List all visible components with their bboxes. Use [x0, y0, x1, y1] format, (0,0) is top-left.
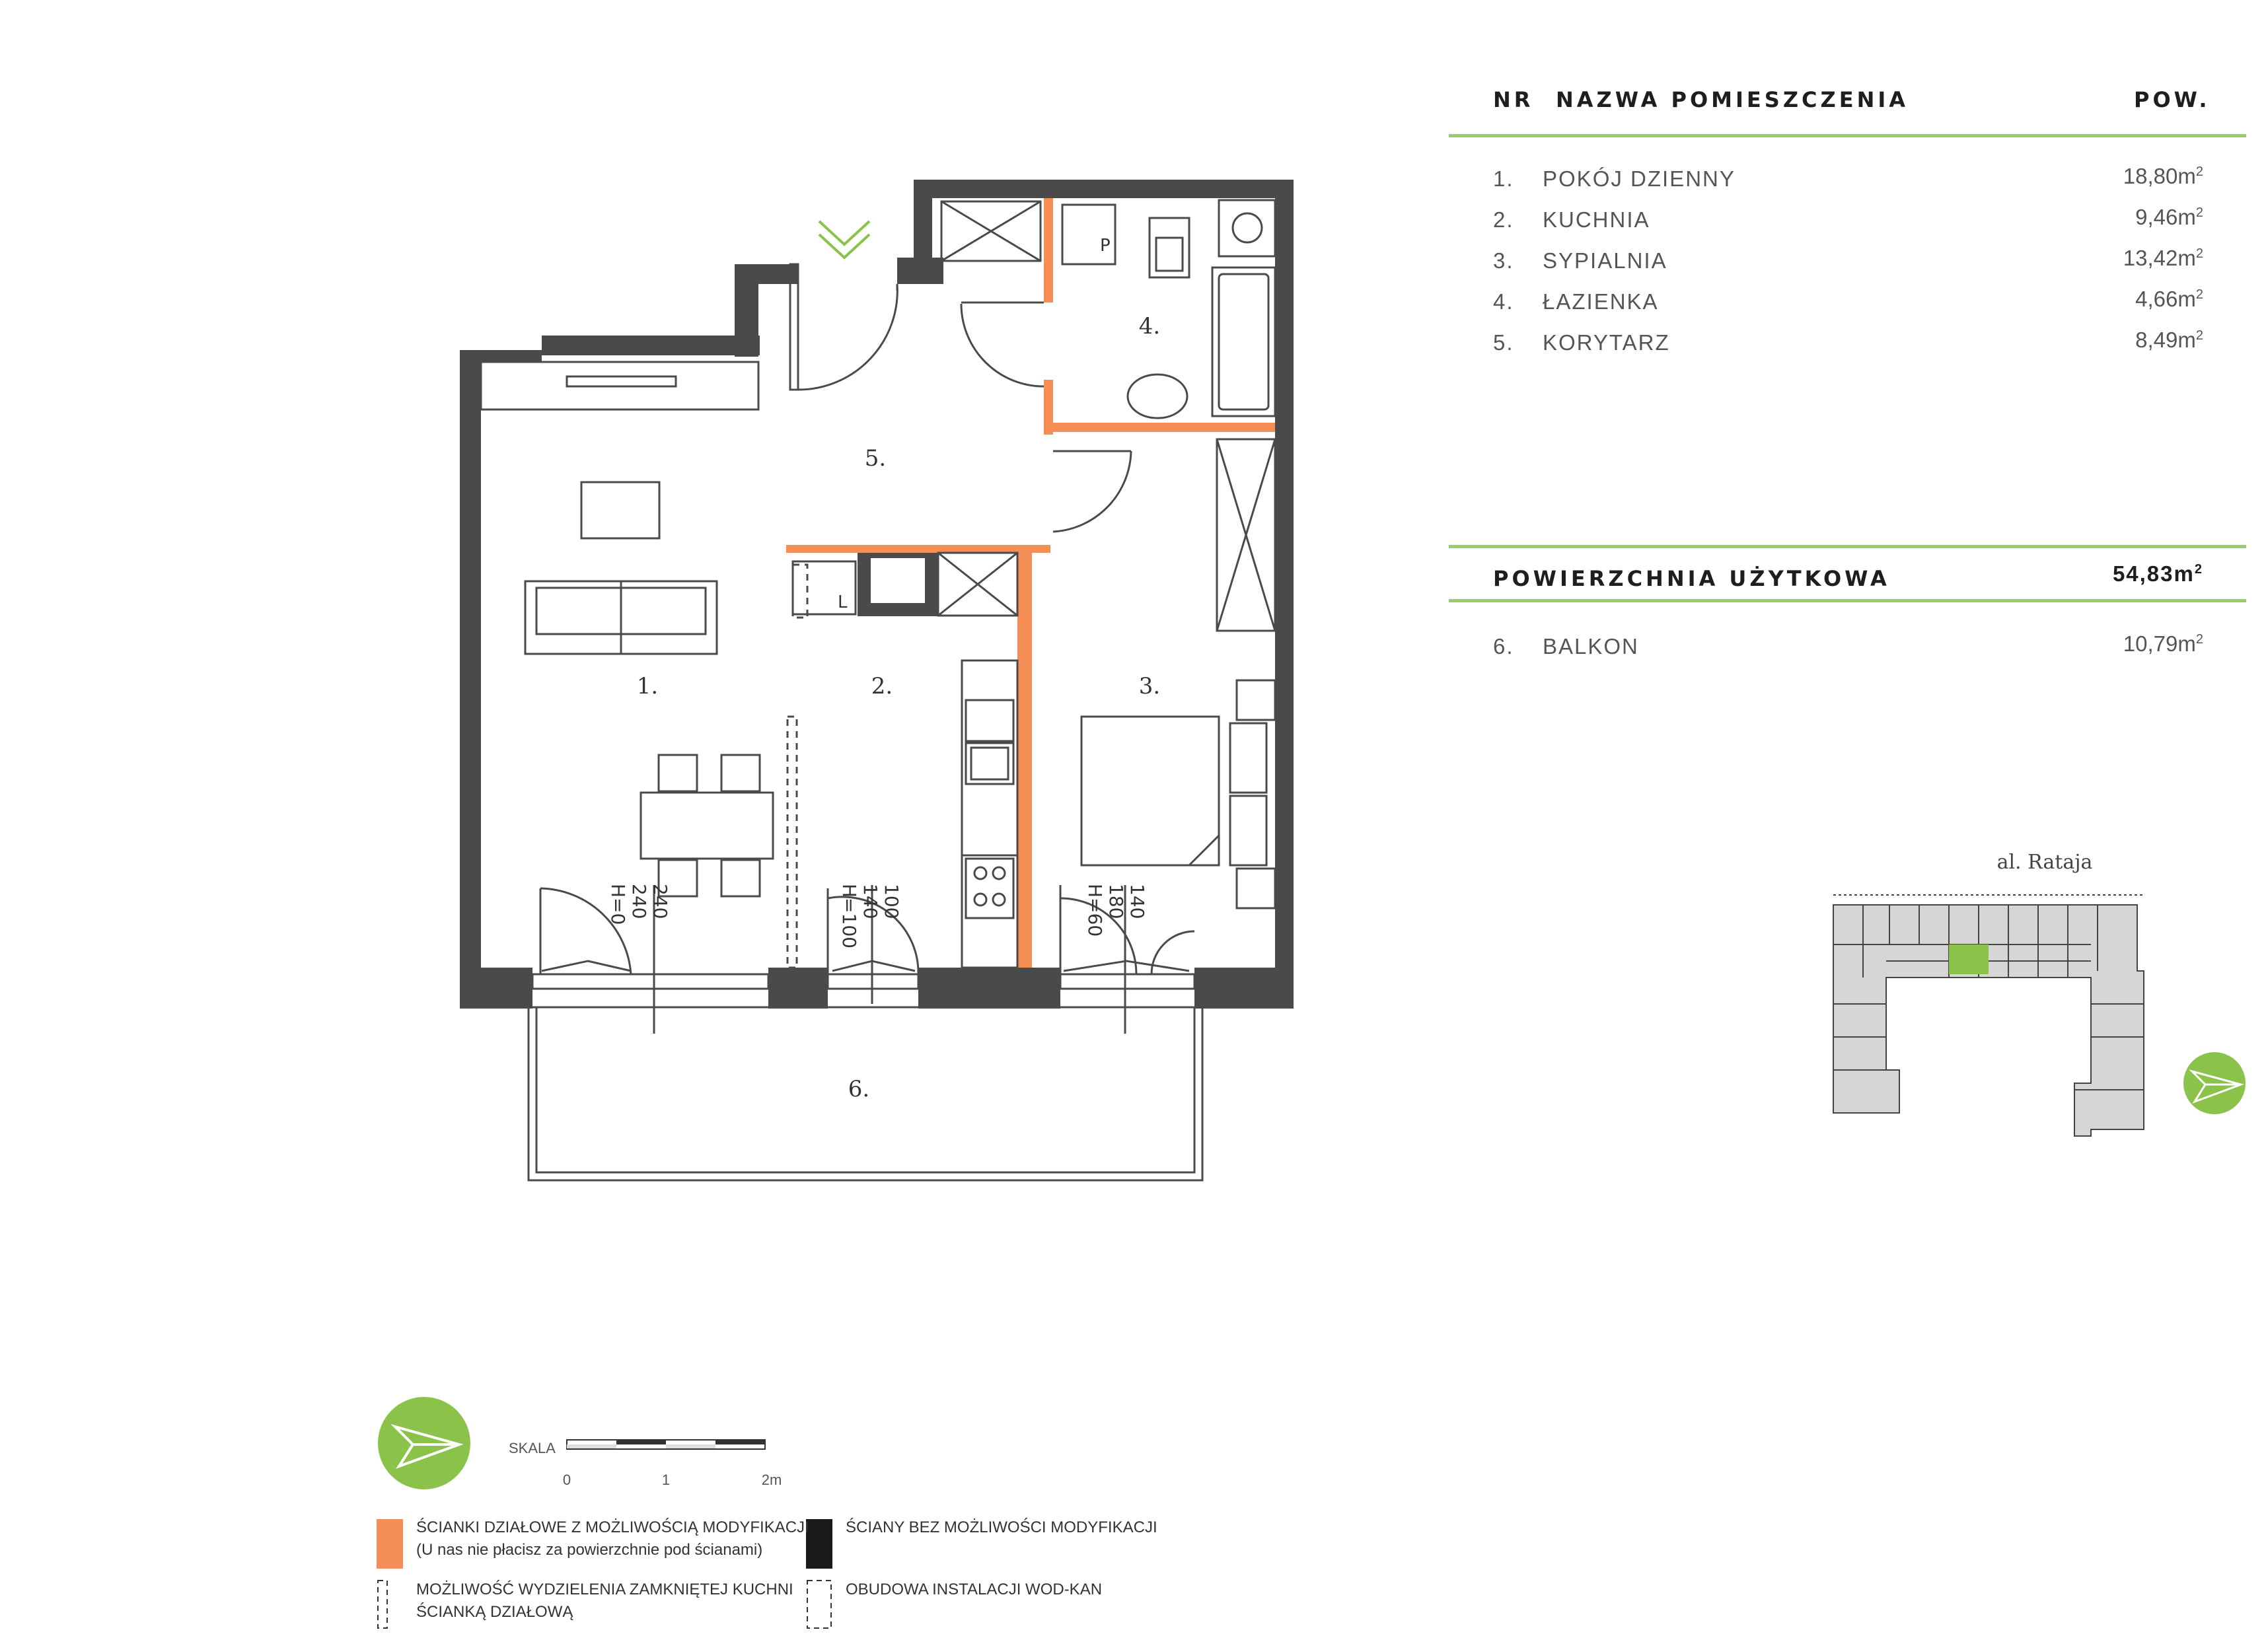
- street-label: al. Rataja: [1997, 851, 2093, 874]
- total-divider-bottom: [1449, 599, 2246, 602]
- win2-h: 140: [860, 884, 881, 919]
- win2-w: 100: [881, 884, 902, 919]
- room-label-6: 6.: [848, 1076, 869, 1102]
- col-name-header: NAZWA POMIESZCZENIA: [1556, 87, 1909, 112]
- win2-sill: H=100: [838, 884, 860, 948]
- win3-w: 140: [1126, 884, 1148, 919]
- fixture-p: P: [1100, 236, 1111, 256]
- scale-2: 2m: [762, 1472, 782, 1488]
- win1-h: 240: [628, 884, 650, 919]
- legend-wodkan-text: OBUDOWA INSTALACJI WOD-KAN: [846, 1581, 1103, 1598]
- total-label: POWIERZCHNIA UŻYTKOWA: [1493, 566, 1890, 591]
- header-divider: [1449, 134, 2246, 137]
- balcony: [527, 1006, 1204, 1182]
- legend-orange-swatch: [377, 1519, 403, 1569]
- legend-kitchen-text: MOŻLIWOŚĆ WYDZIELENIA ZAMKNIĘTEJ KUCHNI …: [416, 1581, 793, 1621]
- legend-dashed-swatch: [377, 1580, 388, 1629]
- entrance-chevron-icon: [818, 220, 871, 260]
- compass-icon: [378, 1397, 470, 1489]
- north-arrow-icon: [2183, 1052, 2246, 1114]
- room-label-1: 1.: [637, 673, 658, 699]
- structural-walls: [460, 180, 1294, 1009]
- scale-1: 1: [662, 1472, 670, 1488]
- room-label-2: 2.: [871, 673, 893, 699]
- total-divider-top: [1449, 545, 2246, 548]
- win1-sill: H=0: [607, 884, 629, 925]
- legend-black-text: ŚCIANY BEZ MOŻLIWOŚCI MODYFIKACJI: [846, 1518, 1157, 1536]
- col-area-header: POW.: [2134, 87, 2211, 112]
- legend-orange-text: ŚCIANKI DZIAŁOWE Z MOŻLIWOŚCIĄ MODYFIKAC…: [416, 1518, 809, 1559]
- room-label-3: 3.: [1139, 673, 1160, 699]
- legend-dotted-swatch: [807, 1580, 832, 1629]
- col-nr-header: NR: [1493, 87, 1534, 112]
- win3-sill: H=60: [1084, 884, 1106, 937]
- room-label-4: 4.: [1139, 313, 1160, 339]
- legend-black-swatch: [806, 1519, 832, 1569]
- scale-label: SKALA: [509, 1440, 556, 1456]
- partition-walls: [786, 198, 1275, 968]
- site-map: al. Rataja: [1833, 851, 2144, 1137]
- win3-h: 180: [1105, 884, 1127, 919]
- apartment-highlight: [1949, 944, 1989, 974]
- total-area: 54,83m2: [2112, 561, 2203, 586]
- room-label-5: 5.: [865, 445, 886, 472]
- win1-w: 240: [649, 884, 671, 919]
- scale-bar: SKALA 0 1 2m: [509, 1439, 782, 1488]
- scale-0: 0: [563, 1472, 571, 1488]
- fixture-l: L: [838, 592, 848, 612]
